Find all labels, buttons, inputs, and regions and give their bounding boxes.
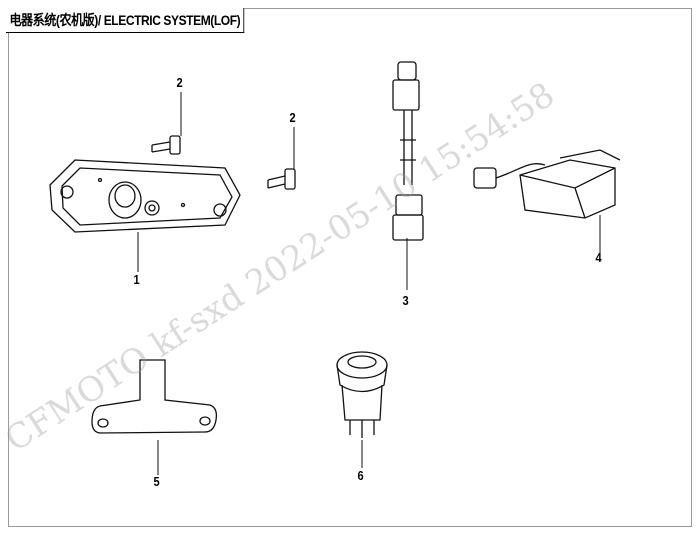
plate-bracket[interactable] [91, 359, 218, 434]
relay-module[interactable] [473, 149, 621, 219]
harness-connector[interactable] [392, 61, 424, 241]
diagram-frame [8, 8, 692, 527]
callout-2: 2 [176, 75, 183, 90]
callout-4: 4 [595, 250, 602, 265]
callout-3: 3 [402, 293, 409, 308]
bolt[interactable] [267, 168, 296, 190]
callout-5: 5 [153, 474, 160, 489]
bolt[interactable] [151, 135, 181, 155]
license-plate-light[interactable] [49, 159, 241, 233]
diagram-title: 电器系统(农机版)/ ELECTRIC SYSTEM(LOF) [6, 8, 245, 33]
callout-6: 6 [357, 468, 364, 483]
callout-1: 1 [133, 272, 140, 287]
callout-2: 2 [289, 110, 296, 125]
push-switch[interactable] [336, 351, 388, 438]
